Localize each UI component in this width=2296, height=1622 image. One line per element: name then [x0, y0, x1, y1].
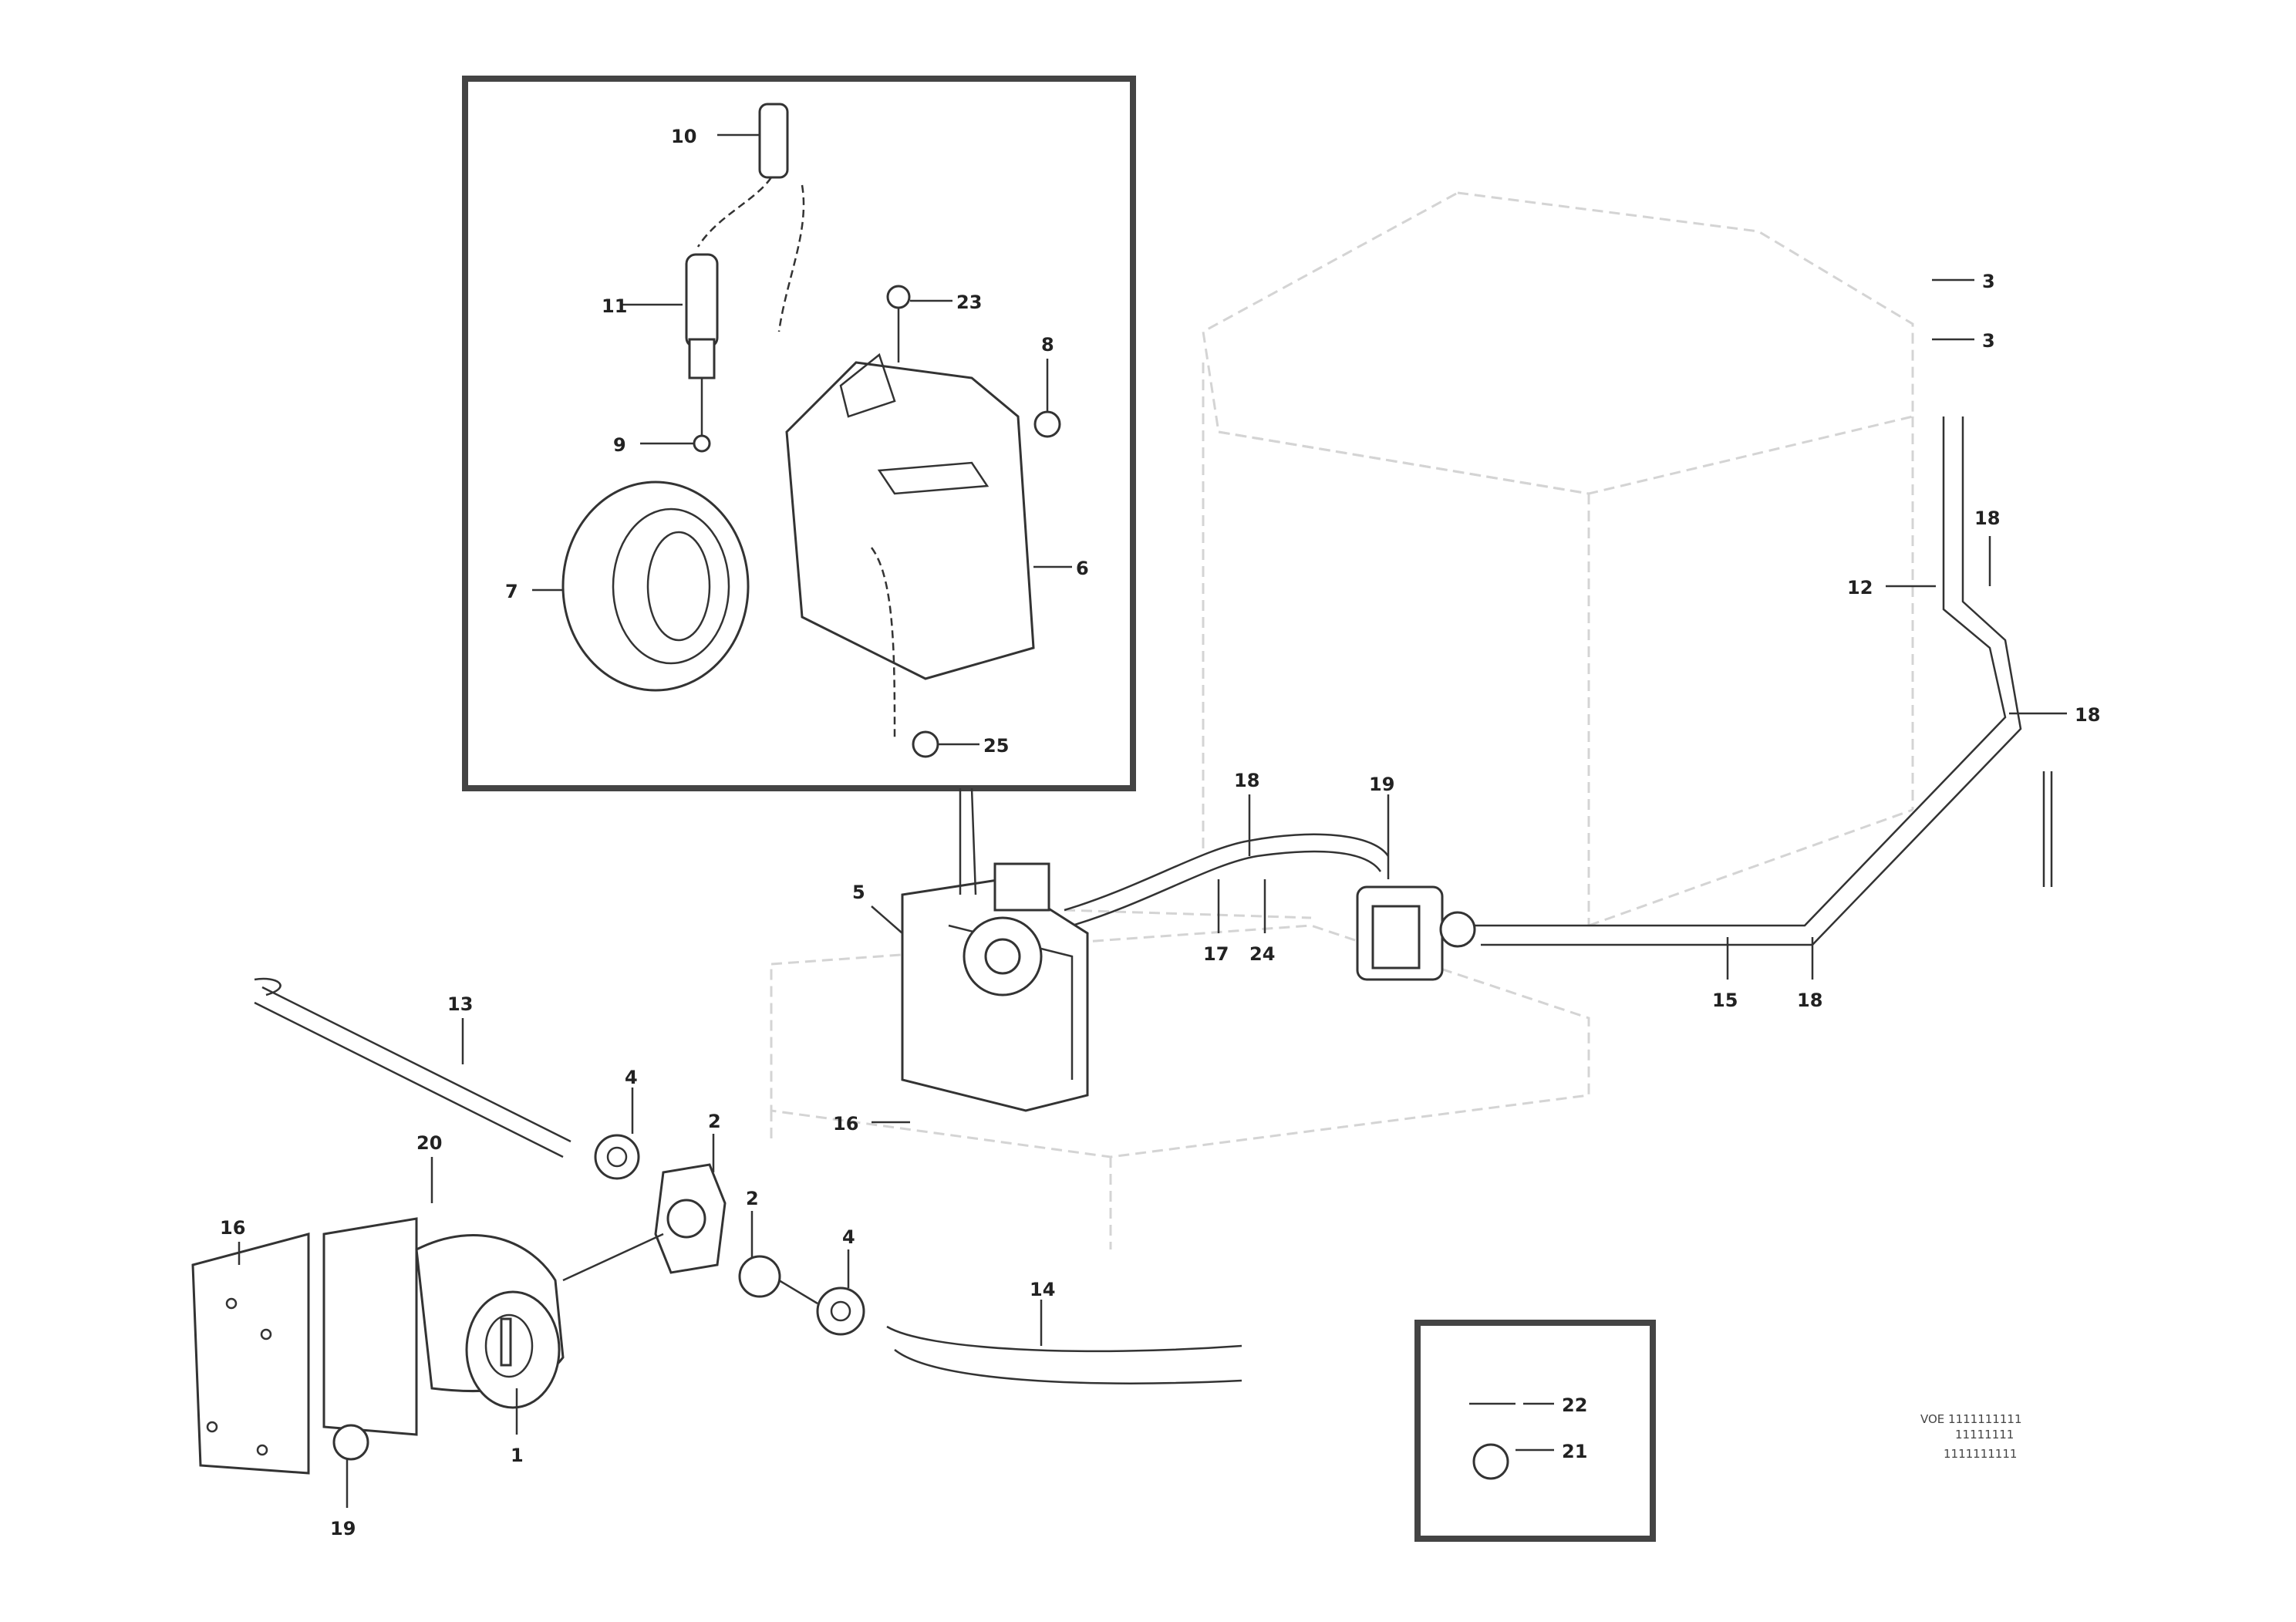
motor-assembly: [191, 1217, 565, 1475]
callout-15: 15: [1712, 990, 1738, 1011]
callout-18b: 18: [2075, 704, 2100, 726]
callout-18d: 18: [1797, 990, 1822, 1011]
pipe-routing: [1064, 416, 2053, 946]
callout-14: 14: [1030, 1279, 1055, 1300]
callout-12a: 12: [1847, 577, 1873, 599]
callout-4a: 4: [625, 1067, 638, 1088]
callout-3b: 3: [1982, 330, 1995, 352]
callout-17: 17: [1203, 943, 1229, 965]
callout-10: 10: [671, 126, 696, 147]
leader-lines: [238, 133, 2067, 1508]
fittings: [562, 1134, 865, 1336]
callout-18c: 18: [1234, 770, 1259, 791]
callout-22: 22: [1562, 1394, 1587, 1416]
callout-11: 11: [602, 295, 627, 317]
callout-1: 1: [511, 1445, 524, 1466]
hose-13: [886, 1325, 1242, 1384]
callout-8: 8: [1041, 334, 1054, 356]
callout-19b: 19: [330, 1518, 356, 1539]
callout-23: 23: [956, 292, 982, 313]
callout-21: 21: [1562, 1441, 1587, 1462]
reference-line-1: VOE 1111111111: [1920, 1412, 2021, 1426]
callout-3a: 3: [1982, 271, 1995, 292]
callout-20: 20: [416, 1132, 442, 1154]
callout-4b: 4: [842, 1226, 855, 1248]
callout-2b: 2: [746, 1188, 759, 1209]
callout-6: 6: [1076, 558, 1089, 579]
reference-line-3: 1111111111: [1944, 1447, 2017, 1461]
callout-13: 13: [447, 993, 473, 1015]
callout-25: 25: [983, 735, 1009, 757]
callout-labels: 10 11 8 23 9 6 7 25 3 3 18 12 18 19 18 1…: [220, 126, 2100, 1539]
machine-body-ghost: [770, 191, 1914, 1249]
callout-19: 19: [1369, 774, 1394, 795]
reference-line-2: 11111111: [1955, 1428, 2014, 1442]
callout-2a: 2: [708, 1111, 721, 1132]
detail-view: [462, 76, 1136, 791]
valve-bracket-main: [901, 862, 1089, 1112]
callout-9: 9: [613, 434, 626, 456]
callout-18a: 18: [1974, 508, 2000, 529]
callout-24: 24: [1249, 943, 1275, 965]
hose-15: [254, 977, 571, 1158]
detail-leader: [959, 787, 977, 895]
callout-5a: 5: [852, 882, 865, 903]
coupling-19: [1356, 885, 1476, 981]
legend-box: [1414, 1320, 1656, 1542]
callout-16: 16: [833, 1113, 858, 1135]
reference-block: VOE 1111111111 11111111 1111111111: [1920, 1412, 2021, 1461]
callout-16b: 16: [220, 1217, 245, 1239]
callout-7: 7: [505, 581, 518, 602]
